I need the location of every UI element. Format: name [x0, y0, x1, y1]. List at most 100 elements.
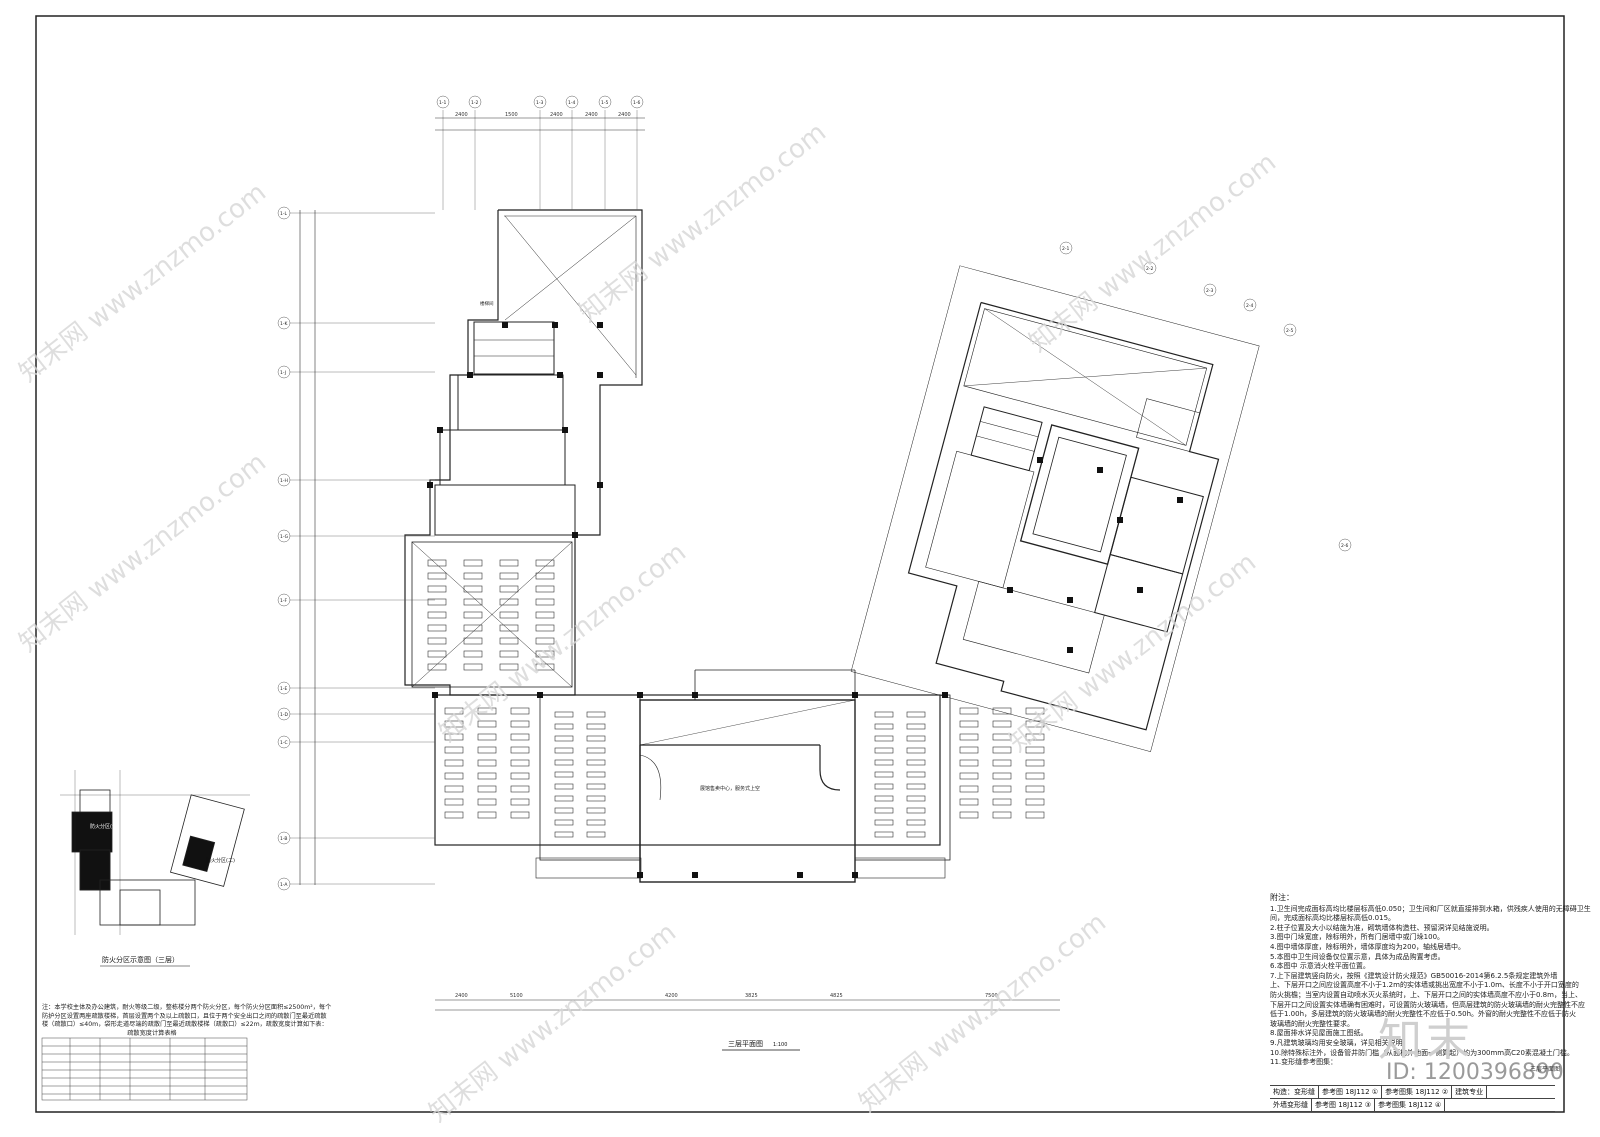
desk	[535, 585, 555, 593]
desk	[959, 785, 979, 793]
grid-label: 1-F	[280, 598, 287, 604]
desk	[959, 746, 979, 754]
desk	[463, 663, 483, 671]
fire-zone-2-label: 防火分区(二)	[206, 857, 235, 864]
desk	[554, 759, 574, 766]
desk	[992, 798, 1012, 806]
desk	[874, 771, 894, 778]
desk	[906, 735, 926, 742]
desk	[906, 759, 926, 766]
desk	[477, 785, 497, 793]
column	[1117, 517, 1123, 523]
desk	[586, 795, 606, 802]
column	[562, 427, 568, 433]
left-note-line: 楼（疏散口）≤40m，袋形走道尽端的疏散门至最近疏散楼梯（疏散口）≤22m，疏散…	[42, 1021, 328, 1028]
tb-cell: 建筑专业	[1452, 1086, 1488, 1098]
grid-bubble	[277, 206, 291, 220]
column	[1037, 457, 1043, 463]
grid-label: 1-K	[280, 321, 288, 327]
desk	[463, 624, 483, 632]
desk	[510, 707, 530, 715]
column	[552, 322, 558, 328]
desk	[586, 783, 606, 790]
grid-label: 2-6	[1341, 543, 1348, 549]
desk	[463, 572, 483, 580]
desk	[535, 559, 555, 567]
desk	[444, 707, 464, 715]
image-id-label: ID: 1200396890	[1386, 1060, 1564, 1085]
left-note-line: 注：本学校主体及办公建筑，耐火等级二级，整栋楼分两个防火分区，每个防火分区面积≤…	[42, 1004, 332, 1011]
desk	[510, 772, 530, 780]
desk	[499, 663, 519, 671]
center-hall-label: 展馆售卖中心，服务式上空	[700, 785, 760, 792]
desk	[874, 747, 894, 754]
desk	[1025, 785, 1045, 793]
grid-label: 1-2	[471, 100, 478, 106]
grid-bubble	[277, 681, 291, 695]
desk	[874, 783, 894, 790]
column	[557, 372, 563, 378]
desk	[586, 807, 606, 814]
general-notes: 附注： 1.卫生间完成面标高均比楼层标高低0.050；卫生间和厂区就直接排到水箱…	[1270, 893, 1591, 1068]
note-line: 上、下层开口之间应设置高度不小于1.2m的实体墙或挑出宽度不小于1.0m、长度不…	[1270, 981, 1579, 990]
desk	[992, 746, 1012, 754]
desk	[427, 637, 447, 645]
desk	[1025, 772, 1045, 780]
note-line: 10.除特殊标注外，设备管井防门槛（从面构外地面一侧算起）均为300mm高C20…	[1270, 1048, 1574, 1057]
column	[692, 692, 698, 698]
desk	[535, 637, 555, 645]
evacuation-table	[41, 1037, 248, 1101]
desk	[992, 720, 1012, 728]
note-line: 8.屋面排水详见屋面施工图纸。	[1270, 1029, 1368, 1038]
desk	[427, 650, 447, 658]
desk	[463, 650, 483, 658]
desk	[427, 572, 447, 580]
column	[852, 872, 858, 878]
desk	[477, 759, 497, 767]
desk	[554, 771, 574, 778]
column	[597, 322, 603, 328]
top-dimension-lines	[435, 117, 645, 131]
desk	[906, 807, 926, 814]
column	[1137, 587, 1143, 593]
note-line: 3.图中门垛宽度，除标明外，所有门居墙中或门垛100。	[1270, 933, 1445, 942]
desk	[444, 759, 464, 767]
desk	[535, 611, 555, 619]
column	[432, 692, 438, 698]
grid-label: 2-4	[1246, 303, 1253, 309]
dim-top-1: 2400	[455, 112, 468, 118]
note-line: 2.柱子位置及大小以结施为准，砌筑墙体构造柱、预留洞详见结施说明。	[1270, 923, 1494, 932]
desk	[444, 733, 464, 741]
desk	[554, 795, 574, 802]
desk	[586, 735, 606, 742]
desk	[874, 723, 894, 730]
grid-bubble	[277, 877, 291, 891]
desk	[427, 559, 447, 567]
sheet-border	[35, 15, 1565, 1113]
note-line: 5.本图中卫生间设备仅位置示意，具体为成品购置考虑。	[1270, 952, 1445, 961]
bottom-dimension-text: 2400 5100 4200 3825 4825 7500	[455, 993, 998, 999]
desk	[499, 598, 519, 606]
grid-bubble	[1283, 323, 1297, 337]
column	[597, 372, 603, 378]
desk	[1025, 707, 1045, 715]
grid-bubble	[277, 707, 291, 721]
grid-bubble	[277, 365, 291, 379]
desk	[427, 611, 447, 619]
grid-label: 1-6	[633, 100, 640, 106]
desk	[535, 624, 555, 632]
grid-label: 1-E	[280, 686, 287, 692]
dim-bottom-6: 7500	[985, 993, 998, 999]
desk	[510, 798, 530, 806]
center-block	[434, 669, 951, 883]
tb-cell: 参考图集 18J112 ②	[1382, 1086, 1453, 1098]
desk	[992, 707, 1012, 715]
column	[942, 692, 948, 698]
grid-label: 1-4	[568, 100, 575, 106]
desk	[959, 720, 979, 728]
grid-label: 1-H	[280, 478, 288, 484]
note-line: 7.上下层建筑竖向防火，按照《建筑设计防火规范》GB50016-2014第6.2…	[1270, 971, 1558, 980]
